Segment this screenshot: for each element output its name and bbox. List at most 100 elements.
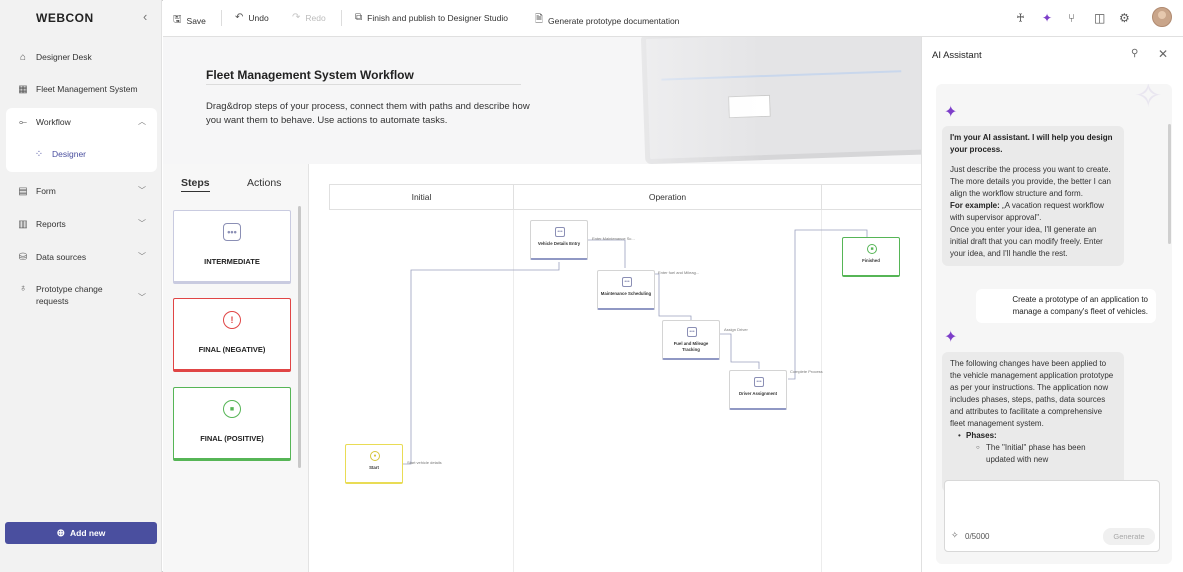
collapse-sidebar-icon[interactable]: ‹ [143, 9, 148, 24]
path-driver-finished [788, 229, 868, 380]
sidebar-item-reports[interactable]: ▥ Reports ﹀ [6, 211, 156, 237]
branch-icon[interactable]: ⑂ [1068, 11, 1076, 25]
path-label[interactable]: Assign Driver [724, 327, 748, 332]
path-start-vehicle [403, 262, 560, 465]
finish-publish-label: Finish and publish to Designer Studio [367, 12, 508, 23]
tab-steps[interactable]: Steps [181, 177, 210, 192]
node-fuel-mileage-tracking[interactable]: ••• Fuel and Mileage Tracking [662, 320, 720, 360]
node-label: Finished [862, 258, 880, 263]
step-card-final-positive[interactable]: ■ FINAL (POSITIVE) [173, 387, 291, 461]
stop-icon: ■ [223, 400, 241, 418]
workflow-canvas[interactable]: Initial Operation ● Start ••• Vehicle De… [309, 164, 921, 572]
toolbar-divider [341, 10, 342, 26]
generate-documentation-button[interactable]: 🗎 Generate prototype documentation [535, 12, 679, 29]
toolbar-divider [221, 10, 222, 26]
app-grid-icon: ▦ [18, 83, 28, 95]
start-icon: ● [370, 451, 380, 461]
pin-icon[interactable]: ⚲ [1131, 48, 1139, 59]
node-vehicle-details-entry[interactable]: ••• Vehicle Details Entry [530, 220, 588, 260]
sidebar-item-workflow[interactable]: ⟜ Workflow ︿ [6, 109, 156, 135]
chevron-up-icon: ︿ [138, 117, 146, 126]
ai-response-text: The following changes have been applied … [950, 359, 1114, 428]
step-card-intermediate[interactable]: ••• INTERMEDIATE [173, 210, 291, 284]
sidebar-item-label: Designer [52, 149, 87, 159]
chevron-down-icon: ﹀ [138, 252, 146, 261]
panel-icon[interactable]: ◫ [1094, 11, 1106, 25]
form-icon: ▤ [18, 185, 28, 197]
path-maintenance-fuel [655, 273, 692, 324]
node-start[interactable]: ● Start [345, 444, 403, 484]
steps-palette: Steps Actions ••• INTERMEDIATE ! FINAL (… [163, 164, 309, 572]
finish-publish-button[interactable]: ⧉ Finish and publish to Designer Studio [355, 12, 508, 23]
sidebar-item-form[interactable]: ▤ Form ﹀ [6, 178, 156, 204]
sidebar-item-designer[interactable]: ⁘ Designer [22, 141, 152, 167]
page-title: Fleet Management System Workflow [206, 68, 414, 82]
sidebar-item-label: Designer Desk [36, 52, 92, 62]
toolbar: 🖫 Save ↶ Undo ↷ Redo ⧉ Finish and publis… [163, 0, 1183, 37]
save-button[interactable]: 🖫 Save [173, 12, 206, 29]
path-label[interactable]: Start vehicle details [407, 460, 442, 465]
undo-button[interactable]: ↶ Undo [235, 12, 269, 23]
save-icon: 🖫 [173, 14, 182, 25]
path-label[interactable]: Enter fuel and Mileag... [658, 270, 700, 275]
stop-icon: ■ [867, 244, 877, 254]
banner-fade [543, 37, 763, 164]
sidebar-item-label: Prototype change requests [36, 284, 103, 306]
conversation-scrollbar[interactable] [1168, 124, 1171, 244]
sidebar-item-prototype-change-requests[interactable]: ♁ Prototype change requests ﹀ [6, 283, 156, 311]
example-text: „A vacation request workflow with superv… [950, 201, 1104, 222]
phase-item: The "Initial" phase has been updated wit… [950, 442, 1116, 466]
app-logo: WEBCON [36, 11, 94, 25]
tab-actions[interactable]: Actions [247, 177, 282, 189]
redo-label: Redo [305, 12, 326, 23]
intermediate-icon: ••• [754, 377, 764, 387]
ai-message: I'm your AI assistant. I will help you d… [942, 126, 1124, 266]
path-label[interactable]: Enter Maintenance Sc... [592, 236, 635, 241]
gear-icon[interactable]: ⚙ [1119, 11, 1130, 25]
step-card-label: INTERMEDIATE [204, 257, 260, 266]
add-new-button[interactable]: ⊕ Add new [5, 522, 157, 544]
alert-icon: ! [223, 311, 241, 329]
path-label[interactable]: Complete Process [790, 369, 823, 374]
sparkle-decoration-icon: ✧ [1134, 84, 1163, 115]
palette-scrollbar[interactable] [298, 206, 301, 468]
node-finished[interactable]: ■ Finished [842, 237, 900, 277]
chevron-down-icon: ﹀ [138, 293, 146, 302]
step-card-final-negative[interactable]: ! FINAL (NEGATIVE) [173, 298, 291, 372]
sparkle-icon: ✧ [951, 530, 959, 540]
redo-button[interactable]: ↷ Redo [292, 12, 326, 23]
welcome-banner: Fleet Management System Workflow Drag&dr… [163, 37, 921, 164]
phase-operation[interactable]: Operation [514, 185, 822, 209]
home-icon: ⌂ [19, 51, 27, 63]
ai-intro-tail: Once you enter your idea, I'll generate … [950, 225, 1103, 258]
node-label: Start [369, 465, 379, 470]
workflow-icon: ⟜ [19, 116, 27, 128]
prompt-input[interactable]: ✧ 0/5000 Generate [944, 480, 1160, 552]
accessibility-icon[interactable]: ♰ [1016, 11, 1025, 25]
ai-sparkle-icon[interactable]: ✦ [1042, 11, 1053, 25]
sidebar-item-fleet-management-system[interactable]: ▦ Fleet Management System [6, 76, 156, 102]
ai-intro-text: Just describe the process you want to cr… [950, 165, 1111, 198]
lane-divider [513, 210, 514, 572]
redo-icon: ↷ [292, 12, 301, 23]
node-driver-assignment[interactable]: ••• Driver Assignment [729, 370, 787, 410]
avatar[interactable] [1152, 7, 1172, 27]
chevron-down-icon: ﹀ [138, 219, 146, 228]
undo-label: Undo [248, 12, 269, 23]
ai-assistant-panel: AI Assistant ⚲ ✕ ✧ ✦ I'm your AI assista… [921, 37, 1183, 572]
title-divider [206, 84, 521, 85]
ai-panel-title: AI Assistant [932, 50, 982, 61]
reports-icon: ▥ [18, 218, 28, 230]
sidebar-item-label: Data sources [36, 252, 87, 262]
phase-initial[interactable]: Initial [330, 185, 514, 209]
close-icon[interactable]: ✕ [1158, 47, 1169, 61]
generate-button[interactable]: Generate [1103, 528, 1155, 545]
workflow-group [6, 108, 157, 172]
ai-message: The following changes have been applied … [942, 352, 1124, 492]
database-icon: ⛁ [18, 251, 28, 263]
sidebar-item-designer-desk[interactable]: ⌂ Designer Desk [6, 44, 156, 70]
sidebar-item-data-sources[interactable]: ⛁ Data sources ﹀ [6, 244, 156, 270]
node-label: Maintenance Scheduling [600, 291, 652, 296]
ai-intro-bold: I'm your AI assistant. I will help you d… [950, 133, 1113, 154]
node-maintenance-scheduling[interactable]: ••• Maintenance Scheduling [597, 270, 655, 310]
